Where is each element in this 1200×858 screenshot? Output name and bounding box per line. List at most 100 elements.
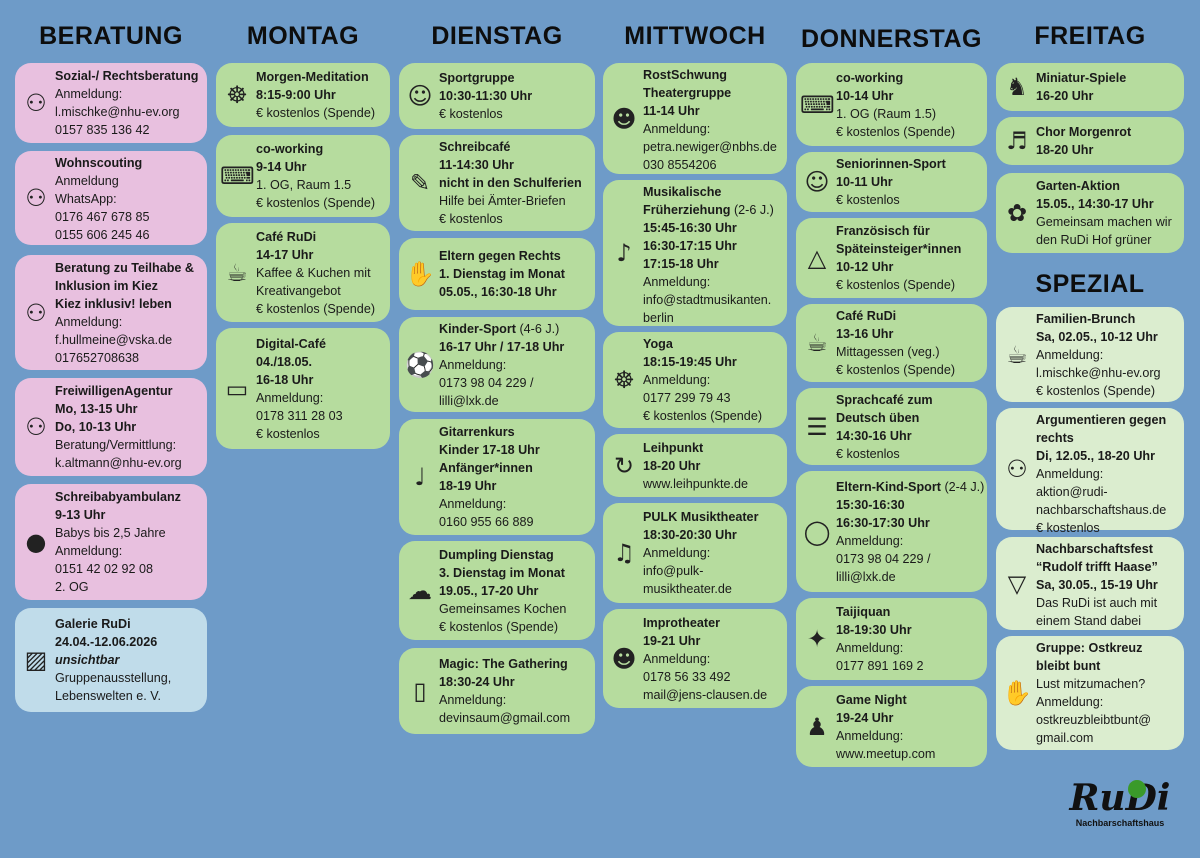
contact-email[interactable]: l.mischke@nhu-ev.org (55, 103, 201, 121)
card-title: Eltern gegen Rechts (439, 247, 589, 265)
line-text: 16-20 Uhr (1036, 89, 1094, 103)
line-text: Anmeldung: (55, 314, 123, 329)
line-text: € kostenlos (Spende) (256, 196, 376, 210)
line-text: Theatergruppe (643, 86, 732, 100)
line-text: WhatsApp: (55, 192, 117, 206)
line-text: 16:30-17:30 Uhr (836, 515, 930, 530)
card-line: rechts (1036, 429, 1178, 447)
brunch-icon: ☕ (1006, 340, 1028, 369)
card-title: Sportgruppe (439, 69, 589, 87)
spezial-card: ▽ Nachbarschaftsfest“Rudolf trifft Haase”… (996, 537, 1184, 630)
card-line: € kostenlos (256, 425, 384, 443)
line-text: f.hullmeine@vska.de (55, 332, 173, 347)
card-text: Nachbarschaftsfest“Rudolf trifft Haase”S… (1036, 540, 1178, 630)
contact-link[interactable]: www.leihpunkte.de (643, 475, 781, 493)
contact-email[interactable]: aktion@rudi- (1036, 483, 1178, 501)
line-text: € kostenlos (Spende) (643, 409, 763, 423)
contact-email[interactable]: ostkreuzbleibtbunt@ (1036, 711, 1178, 729)
card-line: Do, 10-13 Uhr (55, 418, 201, 436)
line-text: 0157 835 136 42 (55, 123, 150, 137)
contact-email[interactable]: info@pulk- (643, 562, 781, 580)
card-line: 10-14 Uhr (836, 87, 981, 105)
card-title: Digital-Café (256, 335, 384, 353)
exercise-icon: ☺ (407, 82, 433, 110)
card-line: Lust mitzumachen? (1036, 675, 1178, 693)
line-text: 017652708638 (55, 350, 140, 365)
card-line: 14:30-16 Uhr (836, 427, 981, 445)
card-line: 1. OG (Raum 1.5) (836, 105, 981, 123)
line-text: 1. Dienstag im Monat (439, 267, 565, 281)
line-text: 0178 311 28 03 (256, 408, 343, 423)
card-line: berlin (643, 309, 781, 327)
card-line: Anmeldung: (1036, 346, 1178, 364)
card-title: Yoga (643, 335, 781, 353)
line-text: 16:30-17:15 Uhr (643, 239, 737, 253)
card-line: Hilfe bei Ämter-Briefen (439, 192, 589, 210)
card-title: Garten-Aktion (1036, 177, 1178, 195)
card-line: Sa, 30.05., 15-19 Uhr (1036, 576, 1178, 594)
line-text: 9-13 Uhr (55, 508, 106, 522)
card-line: 24.04.-12.06.2026 (55, 633, 201, 651)
line-text: Gruppenausstellung, (55, 671, 172, 685)
line-text: 18:30-24 Uhr (439, 675, 515, 689)
line-text: € kostenlos (Spende) (256, 301, 376, 316)
bunting-icon: ▽ (1007, 569, 1027, 598)
contact-link[interactable]: www.meetup.com (836, 745, 981, 763)
card-title: Miniatur-Spiele (1036, 69, 1178, 87)
line-text: l.mischke@nhu-ev.org (55, 105, 180, 119)
card-line: 16:30-17:30 Uhr (836, 514, 981, 532)
line-text: RostSchwung (643, 68, 727, 82)
card-title: Taijiquan (836, 603, 981, 621)
contact-email[interactable]: mail@jens-clausen.de (643, 686, 781, 704)
card-line: 16-18 Uhr (256, 371, 384, 389)
card-line: 19-24 Uhr (836, 709, 981, 727)
chef-hat-icon: ☁ (408, 576, 432, 605)
contact-email[interactable]: k.altmann@nhu-ev.org (55, 454, 201, 472)
card-line: 14-17 Uhr (256, 246, 384, 264)
card-line: Babys bis 2,5 Jahre (55, 524, 201, 542)
contact-email[interactable]: l.mischke@nhu-ev.org (1036, 364, 1178, 382)
logo-subtitle: Nachbarschaftshaus (1075, 818, 1165, 828)
contact-email[interactable]: devinsaum@gmail.com (439, 709, 589, 727)
card-line: € kostenlos (Spende) (256, 300, 384, 318)
card-line: Kreativangebot (256, 282, 384, 300)
line-text: 0160 955 66 889 (439, 515, 534, 529)
contact-email[interactable]: lilli@lxk.de (439, 392, 589, 410)
card-title: FreiwilligenAgentur (55, 382, 201, 400)
line-text: Café RuDi (836, 309, 897, 323)
treble-clef-icon: ♪ (616, 239, 632, 267)
card-line: Di, 12.05., 18-20 Uhr (1036, 447, 1178, 465)
card-line: Mittagessen (veg.) (836, 343, 981, 361)
line-text: www.leihpunkte.de (643, 476, 749, 491)
contact-email[interactable]: petra.newiger@nbhs.de (643, 138, 781, 156)
child-ball-icon: ⚽ (405, 350, 435, 379)
contact-email[interactable]: info@stadtmusikanten. (643, 291, 781, 309)
meditation-icon: ☸ (226, 81, 248, 109)
line-text: FreiwilligenAgentur (55, 384, 173, 398)
card-line: Anmeldung: (439, 691, 589, 709)
line-text: aktion@rudi- (1036, 485, 1108, 499)
line-text: 10-14 Uhr (836, 88, 894, 103)
contact-email[interactable]: lilli@lxk.de (836, 568, 981, 586)
line-text: 0178 56 33 492 (643, 669, 731, 684)
contact-email[interactable]: f.hullmeine@vska.de (55, 331, 201, 349)
card-line: Anmeldung: (1036, 465, 1178, 483)
line-text: 24.04.-12.06.2026 (55, 635, 158, 649)
card-line: Mo, 13-15 Uhr (55, 400, 201, 418)
line-text: Leihpunkt (643, 440, 704, 455)
card-title: Gruppe: Ostkreuz (1036, 639, 1178, 657)
